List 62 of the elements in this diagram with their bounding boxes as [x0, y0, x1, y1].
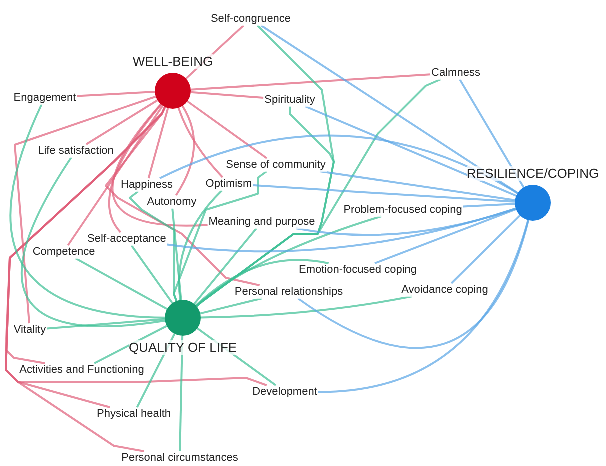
connector-line	[374, 208, 517, 264]
connector-line	[172, 208, 182, 300]
concept-label: Personal circumstances	[120, 452, 240, 464]
connector-line	[200, 296, 413, 319]
connector-line	[148, 108, 170, 179]
connector-line	[296, 208, 516, 236]
connector-line	[200, 298, 263, 315]
connector-line	[318, 220, 530, 394]
concept-label: Autonomy	[146, 196, 198, 208]
node-label: WELL-BEING	[132, 54, 214, 69]
connector-line	[187, 100, 268, 160]
concept-label: Spirituality	[264, 94, 316, 106]
connector-line	[195, 259, 329, 306]
connector-line	[450, 214, 521, 284]
concept-label: Competence	[32, 246, 96, 258]
node-label: QUALITY OF LIFE	[128, 340, 238, 355]
connector-line	[130, 244, 174, 304]
connector-line	[463, 203, 516, 208]
concept-label: Personal relationships	[234, 286, 344, 298]
connector-line	[179, 336, 184, 452]
node-label: RESILIENCE/COPING	[466, 166, 600, 181]
concept-label: Activities and Functioning	[18, 364, 146, 376]
connector-line	[86, 100, 158, 146]
connector-line	[190, 91, 264, 99]
connector-line	[67, 105, 164, 246]
connector-line	[297, 220, 530, 349]
concept-label: Calmness	[430, 66, 482, 80]
concept-label: Avoidance coping	[400, 284, 490, 296]
concept-label: Happiness	[120, 178, 174, 192]
connector-line	[94, 325, 168, 364]
connector-line	[173, 170, 268, 302]
concept-label: Vitality	[12, 324, 48, 336]
connector-line	[175, 106, 196, 196]
connector-line	[178, 108, 224, 178]
connector-line	[194, 228, 258, 305]
connector-line	[21, 156, 166, 328]
concept-label: Self-acceptance	[86, 232, 168, 246]
connector-line	[196, 78, 442, 308]
concept-label: Meaning and purpose	[208, 216, 316, 228]
connector-line	[253, 184, 516, 203]
connector-line	[178, 190, 224, 300]
connector-line	[75, 258, 168, 310]
concept-label: Sense of community	[225, 158, 327, 172]
connector-line	[112, 104, 208, 227]
concept-label: Emotion-focused coping	[298, 264, 418, 276]
connector-line	[190, 74, 431, 91]
concept-label: Engagement	[12, 92, 78, 104]
connector-line	[260, 24, 518, 194]
connector-line	[77, 91, 156, 98]
concept-label: Problem-focused coping	[342, 204, 464, 216]
connector-line	[320, 170, 516, 202]
concept-label: Physical health	[96, 408, 172, 420]
connector-line	[47, 318, 166, 330]
connector-line	[167, 208, 516, 253]
connector-line	[196, 216, 382, 307]
connector-line	[108, 104, 162, 234]
concept-label: Optimism	[204, 178, 254, 190]
connector-line	[160, 135, 518, 194]
concept-label: Life satisfaction	[37, 144, 115, 158]
concept-label: Self-congruence	[210, 12, 292, 26]
connector-line	[304, 106, 517, 197]
concept-label: Development	[252, 386, 318, 398]
